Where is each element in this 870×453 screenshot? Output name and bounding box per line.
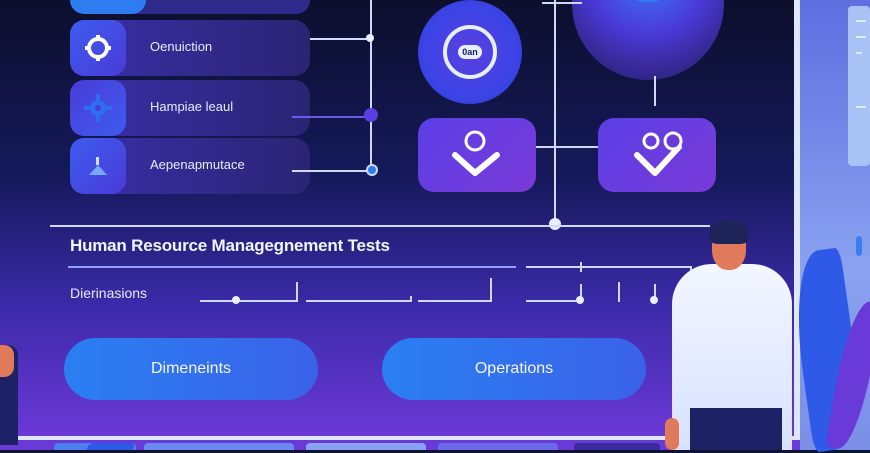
bottom-tab[interactable] [86,443,136,450]
connector-dot [549,218,561,230]
slider-handle[interactable] [232,296,240,304]
cog-icon [70,80,126,136]
chart-icon [70,138,126,194]
divider-line [68,266,516,268]
bottom-tab[interactable] [306,443,426,450]
connector-line [370,0,372,172]
menu-item-aepenapmutace[interactable]: Aepenapmutace [70,138,310,194]
status-circle[interactable]: 0an [418,0,522,104]
slider-track[interactable] [418,300,490,302]
check-icon [452,130,500,176]
tick-mark [296,282,298,302]
person-hair [710,220,748,244]
divider-line [526,266,690,268]
connector-dot [366,34,374,42]
connector-line [292,170,372,172]
page-title: Human Resource Managegnement Tests [70,236,390,255]
check-icon [634,131,683,176]
ring-icon: 0an [443,25,497,79]
person-pants [690,408,782,450]
section-subtitle: Dierinasions [70,285,148,301]
connector-line [292,116,372,118]
slider-track[interactable] [200,300,296,302]
tick-mark [410,296,412,302]
tick-mark [654,284,656,302]
connector-line [542,2,582,4]
person-hand [665,418,679,450]
bottom-tab[interactable] [438,443,558,450]
tick-mark [580,262,582,272]
chevron-down-icon [610,0,686,2]
connector-line [554,0,556,224]
menu-item-label: Aepenapmutace [150,157,245,172]
bottom-tab[interactable] [144,443,294,450]
menu-item-oenuiction[interactable]: Oenuiction [70,20,310,76]
bottom-tab[interactable] [574,443,660,450]
slider-track[interactable] [306,300,410,302]
plant-sprout-icon [856,236,862,256]
dimensions-button[interactable]: Dimeneints [64,338,318,400]
slider-handle[interactable] [576,296,584,304]
connector-dot [364,108,378,122]
slider-track[interactable] [526,300,582,302]
menu-item-top[interactable] [70,0,310,14]
connector-dot [366,164,378,176]
connector-line [654,76,656,106]
check-tile-left[interactable] [418,118,536,192]
connector-line [310,38,372,40]
operations-button[interactable]: Operations [382,338,646,400]
blank-icon [70,0,146,14]
gear-icon [70,20,126,76]
slider-handle[interactable] [650,296,658,304]
tick-mark [618,282,620,302]
side-card [848,6,870,166]
menu-item-hampiae[interactable]: Hampiae leaul [70,80,310,136]
status-badge: 0an [458,45,482,59]
menu-item-label: Hampiae leaul [150,99,234,114]
check-tile-right[interactable] [598,118,716,192]
tick-mark [580,284,582,302]
divider-line [50,225,710,227]
menu-item-label: Oenuiction [150,39,213,54]
person-head [0,345,14,377]
connector-line [536,146,598,148]
tick-mark [490,278,492,302]
